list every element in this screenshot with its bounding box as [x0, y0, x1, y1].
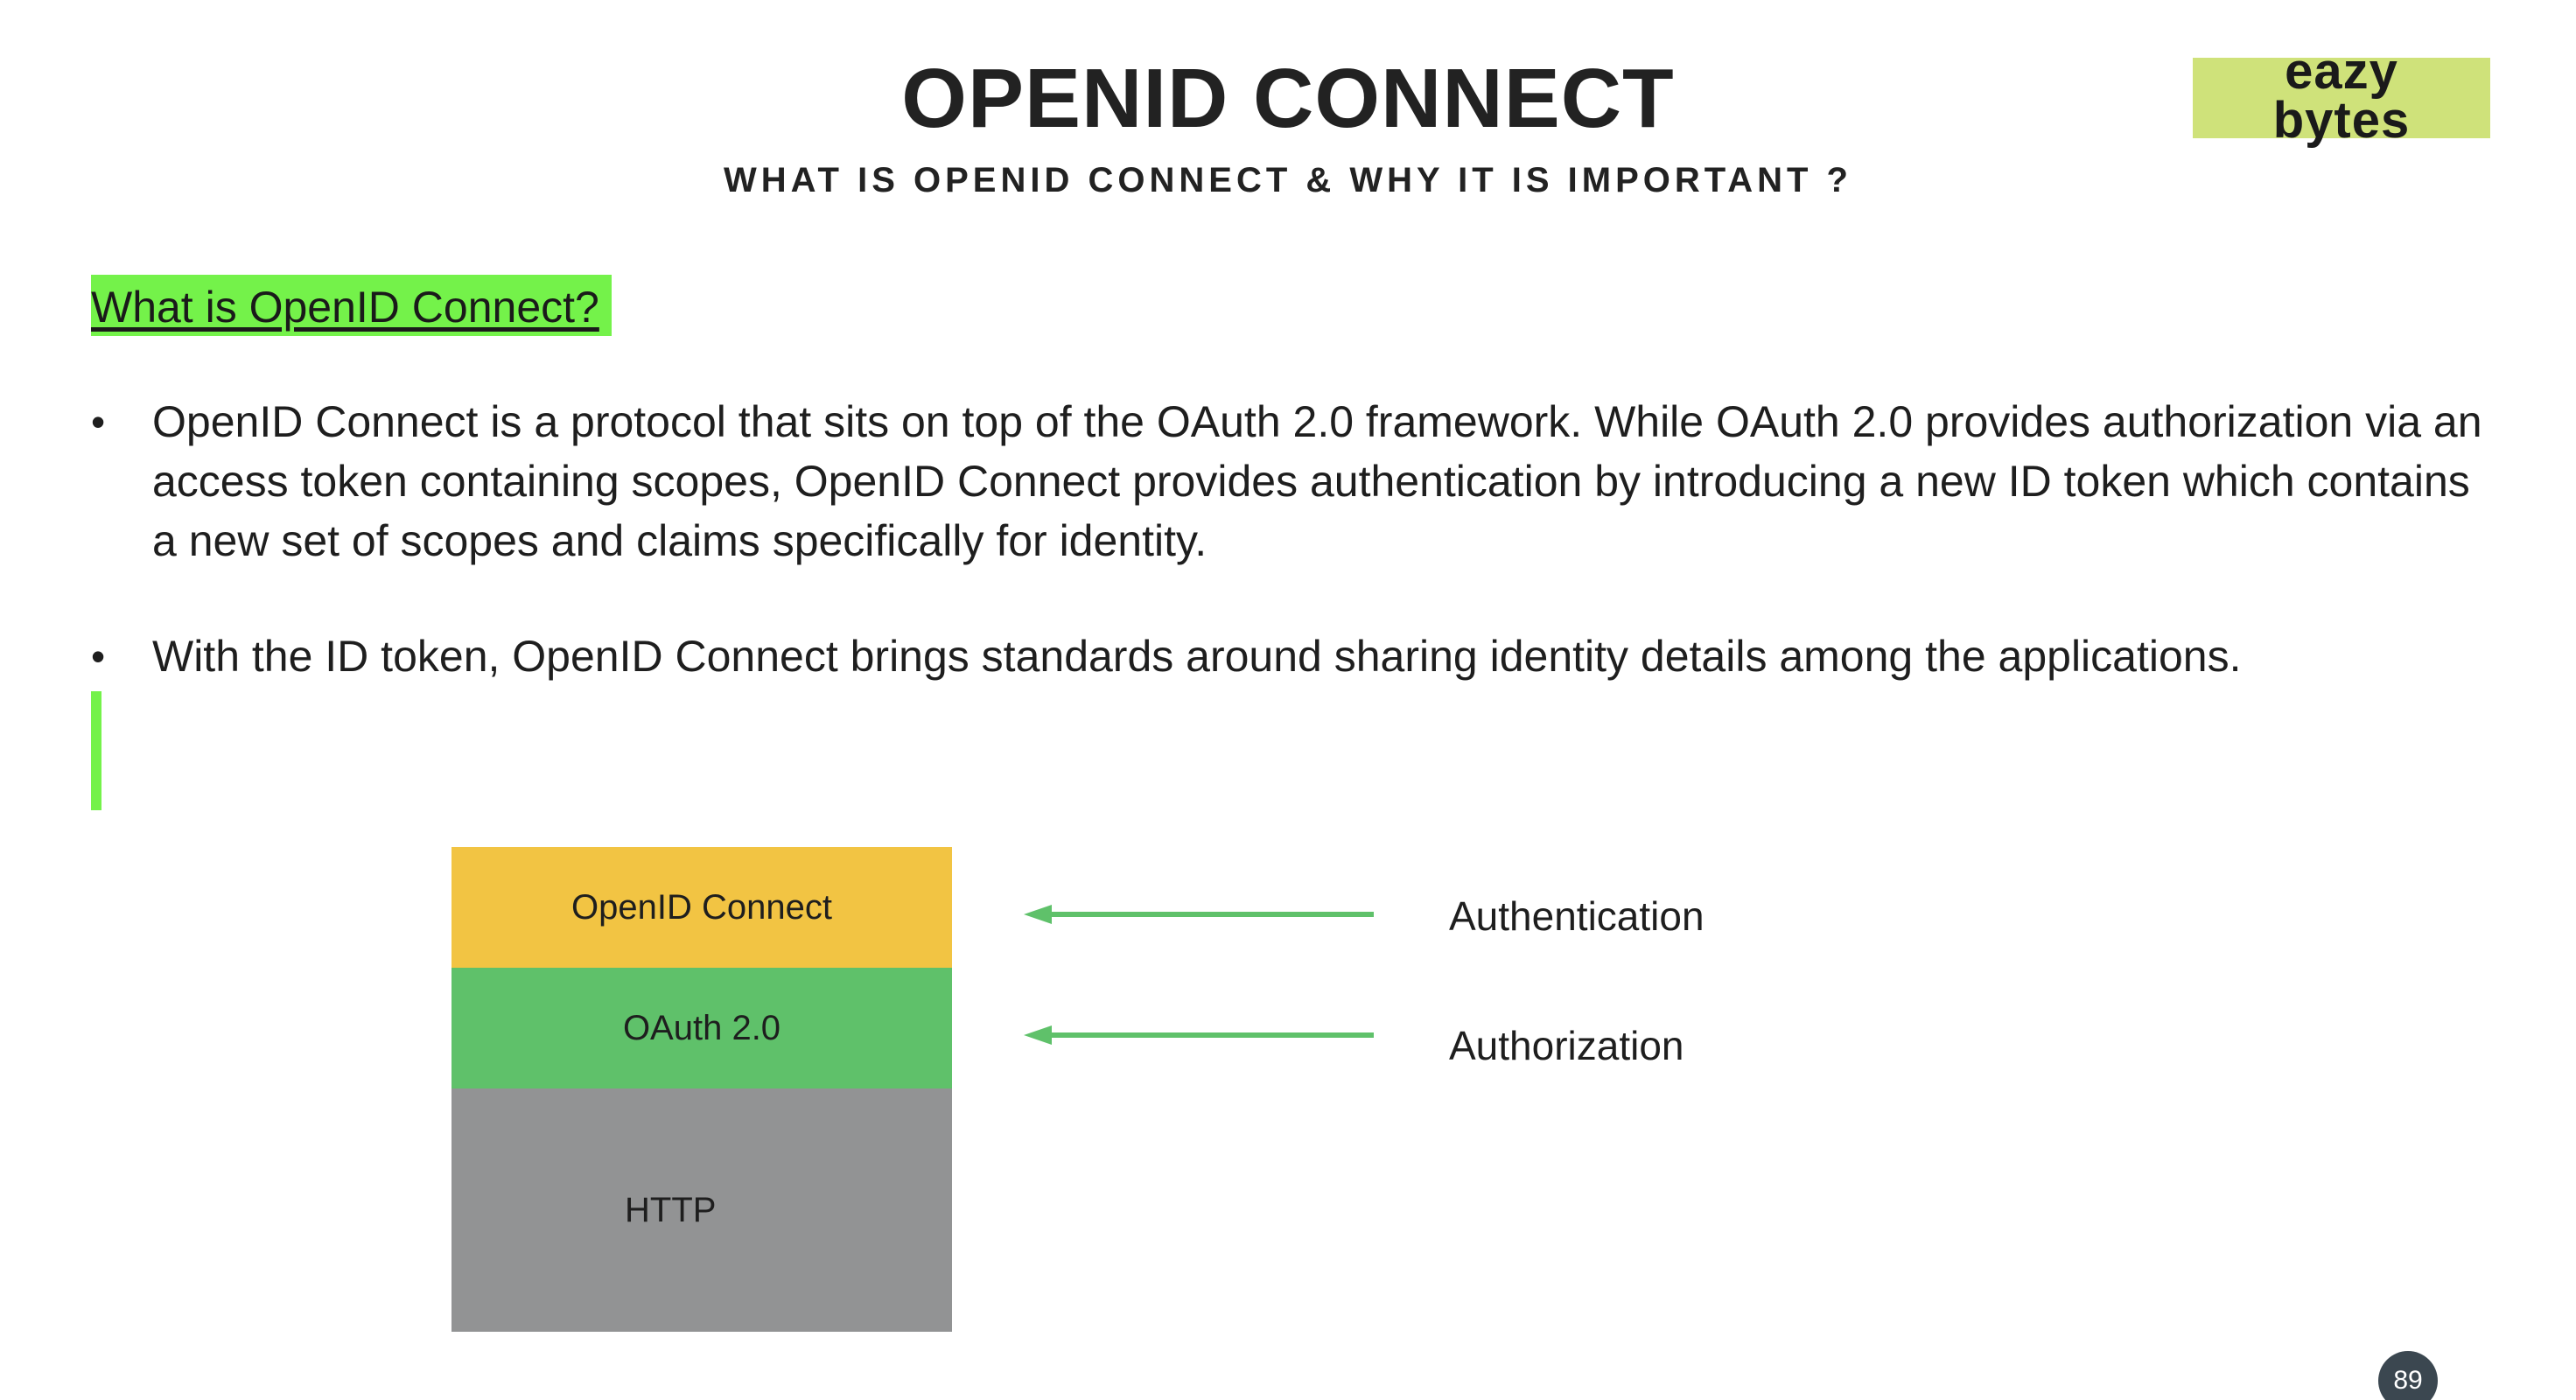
page-subtitle: WHAT IS OPENID CONNECT & WHY IT IS IMPOR…	[724, 161, 1852, 200]
section-heading: What is OpenID Connect?	[91, 275, 612, 336]
bullet-text: OpenID Connect is a protocol that sits o…	[152, 397, 2482, 565]
accent-bar	[91, 691, 102, 810]
logo-line-1: eazy	[2285, 43, 2398, 100]
page-number-badge: 89	[2378, 1351, 2438, 1400]
page-title: OPENID CONNECT	[901, 52, 1675, 145]
bullet-item: • With the ID token, OpenID Connect brin…	[91, 626, 2506, 686]
logo-line-2: bytes	[2272, 92, 2411, 149]
arrow-left-icon	[1024, 1026, 1374, 1045]
logo-background	[2193, 58, 2490, 138]
layer-http: HTTP	[452, 1088, 952, 1332]
bullet-marker: •	[91, 634, 106, 679]
layer-label: OpenID Connect	[571, 887, 832, 927]
layer-oauth: OAuth 2.0	[452, 968, 952, 1088]
page-number: 89	[2393, 1366, 2423, 1395]
bullet-list: • OpenID Connect is a protocol that sits…	[91, 392, 2506, 686]
arrow-left-icon	[1024, 905, 1374, 924]
eazybytes-logo: eazy bytes	[2193, 43, 2490, 149]
bullet-item: • OpenID Connect is a protocol that sits…	[91, 392, 2506, 570]
authorization-label: Authorization	[1449, 1023, 1684, 1068]
bullet-marker: •	[91, 399, 106, 444]
layer-label: OAuth 2.0	[622, 1008, 781, 1047]
authentication-label: Authentication	[1449, 893, 1704, 939]
bullet-text: With the ID token, OpenID Connect brings…	[152, 632, 2242, 681]
layer-label: HTTP	[625, 1190, 717, 1229]
layer-openid-connect: OpenID Connect	[452, 847, 952, 968]
